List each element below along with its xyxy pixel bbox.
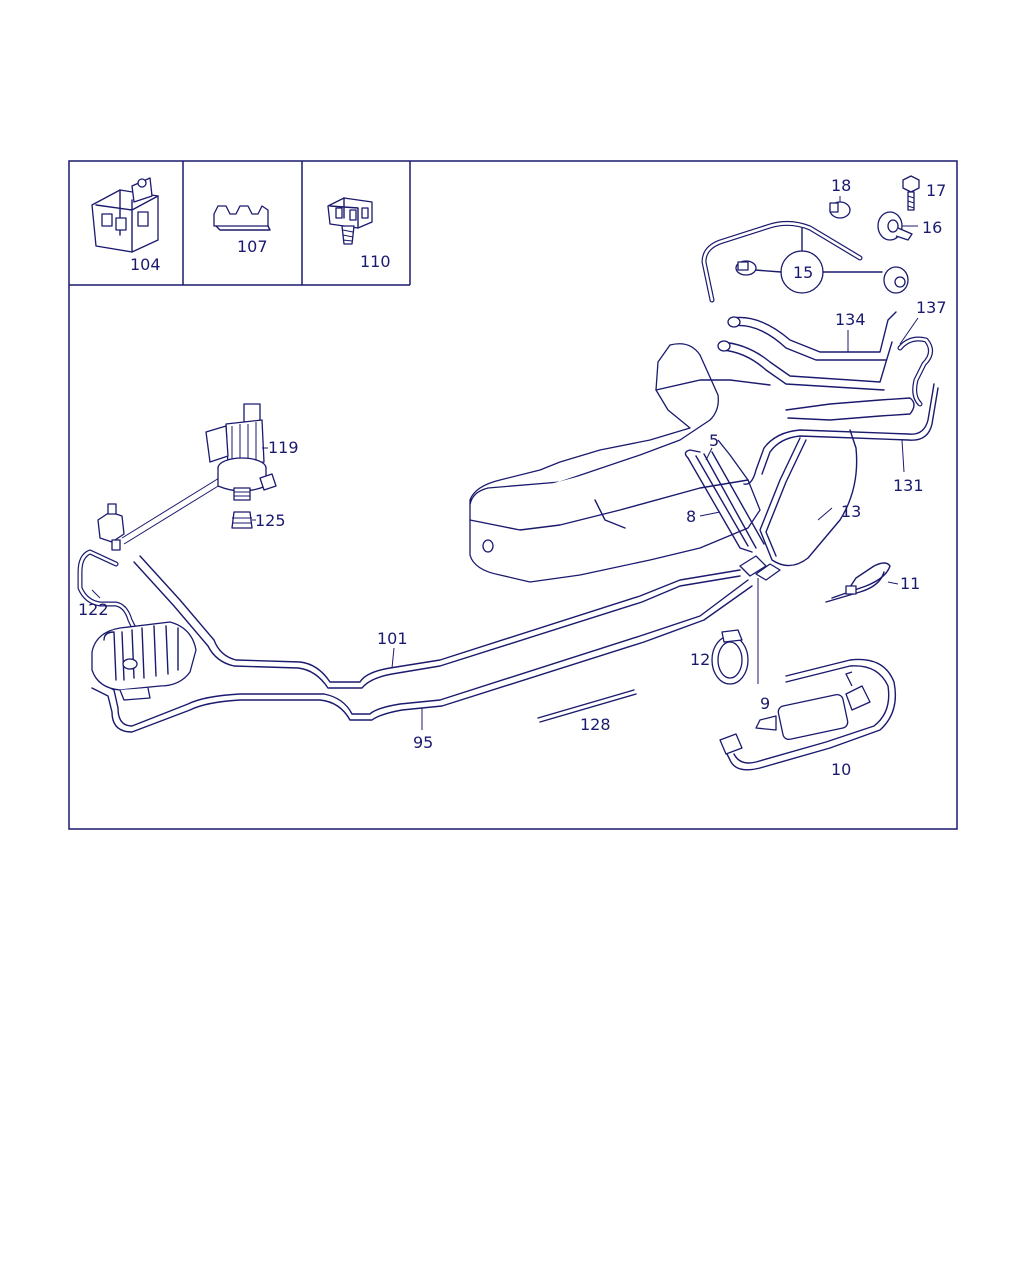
callout-5: 5 [709,431,719,450]
callout-8: 8 [686,507,696,526]
callout-107: 107 [237,237,268,256]
leader-lines [91,196,919,730]
clip-with-screw-110[interactable] [327,197,373,245]
callout-16: 16 [922,218,942,237]
callout-131: 131 [893,476,924,495]
hose-assembly-15[interactable] [701,220,883,303]
wide-duct[interactable] [785,397,915,421]
fuel-line-101[interactable] [133,555,741,689]
callout-104: 104 [130,255,161,274]
callout-labels: 104 107 110 18 17 16 15 134 137 119 125 … [78,176,947,779]
fuel-line-8[interactable] [703,451,765,549]
callout-95: 95 [413,733,433,752]
clamp-18[interactable] [829,201,851,219]
switchover-valve-119[interactable] [205,403,277,501]
callout-11: 11 [900,574,920,593]
vent-line-122[interactable] [77,549,141,639]
hose-clamp-12[interactable] [711,629,749,685]
fuel-filter-10[interactable] [719,658,897,771]
bolt-17[interactable] [902,175,920,211]
wave-spacer-107[interactable] [213,205,271,231]
callout-122: 122 [78,600,109,619]
callout-128: 128 [580,715,611,734]
cap-125[interactable] [231,511,253,529]
callout-119: 119 [268,438,299,457]
fuel-line-95[interactable] [91,579,753,733]
callout-9: 9 [760,694,770,713]
hose-clamp-small[interactable] [735,260,757,276]
callout-10: 10 [831,760,851,779]
clip-housing-104[interactable] [91,177,159,253]
fuel-tank[interactable] [469,343,771,583]
check-valve[interactable] [97,474,229,551]
callout-137: 137 [916,298,947,317]
fuel-line-13[interactable] [759,429,858,567]
grommet-lower[interactable] [883,266,909,294]
pipe-128[interactable] [537,689,637,723]
callout-134: 134 [835,310,866,329]
callout-18: 18 [831,176,851,195]
pump-connector[interactable] [739,555,781,581]
callout-101: 101 [377,629,408,648]
diagram-frame [68,160,958,830]
callout-13: 13 [841,502,861,521]
callout-15: 15 [793,263,813,282]
callout-12: 12 [690,650,710,669]
vent-line-134[interactable] [717,311,897,391]
fuel-line-5[interactable] [684,449,753,553]
fuel-line-131[interactable] [743,383,939,485]
hose-137[interactable] [897,336,933,407]
callout-17: 17 [926,181,946,200]
callout-125: 125 [255,511,286,530]
intake-manifold[interactable] [91,621,197,701]
grommet-16[interactable] [877,211,913,241]
cable-tie-11[interactable] [825,562,891,603]
callout-110: 110 [360,252,391,271]
